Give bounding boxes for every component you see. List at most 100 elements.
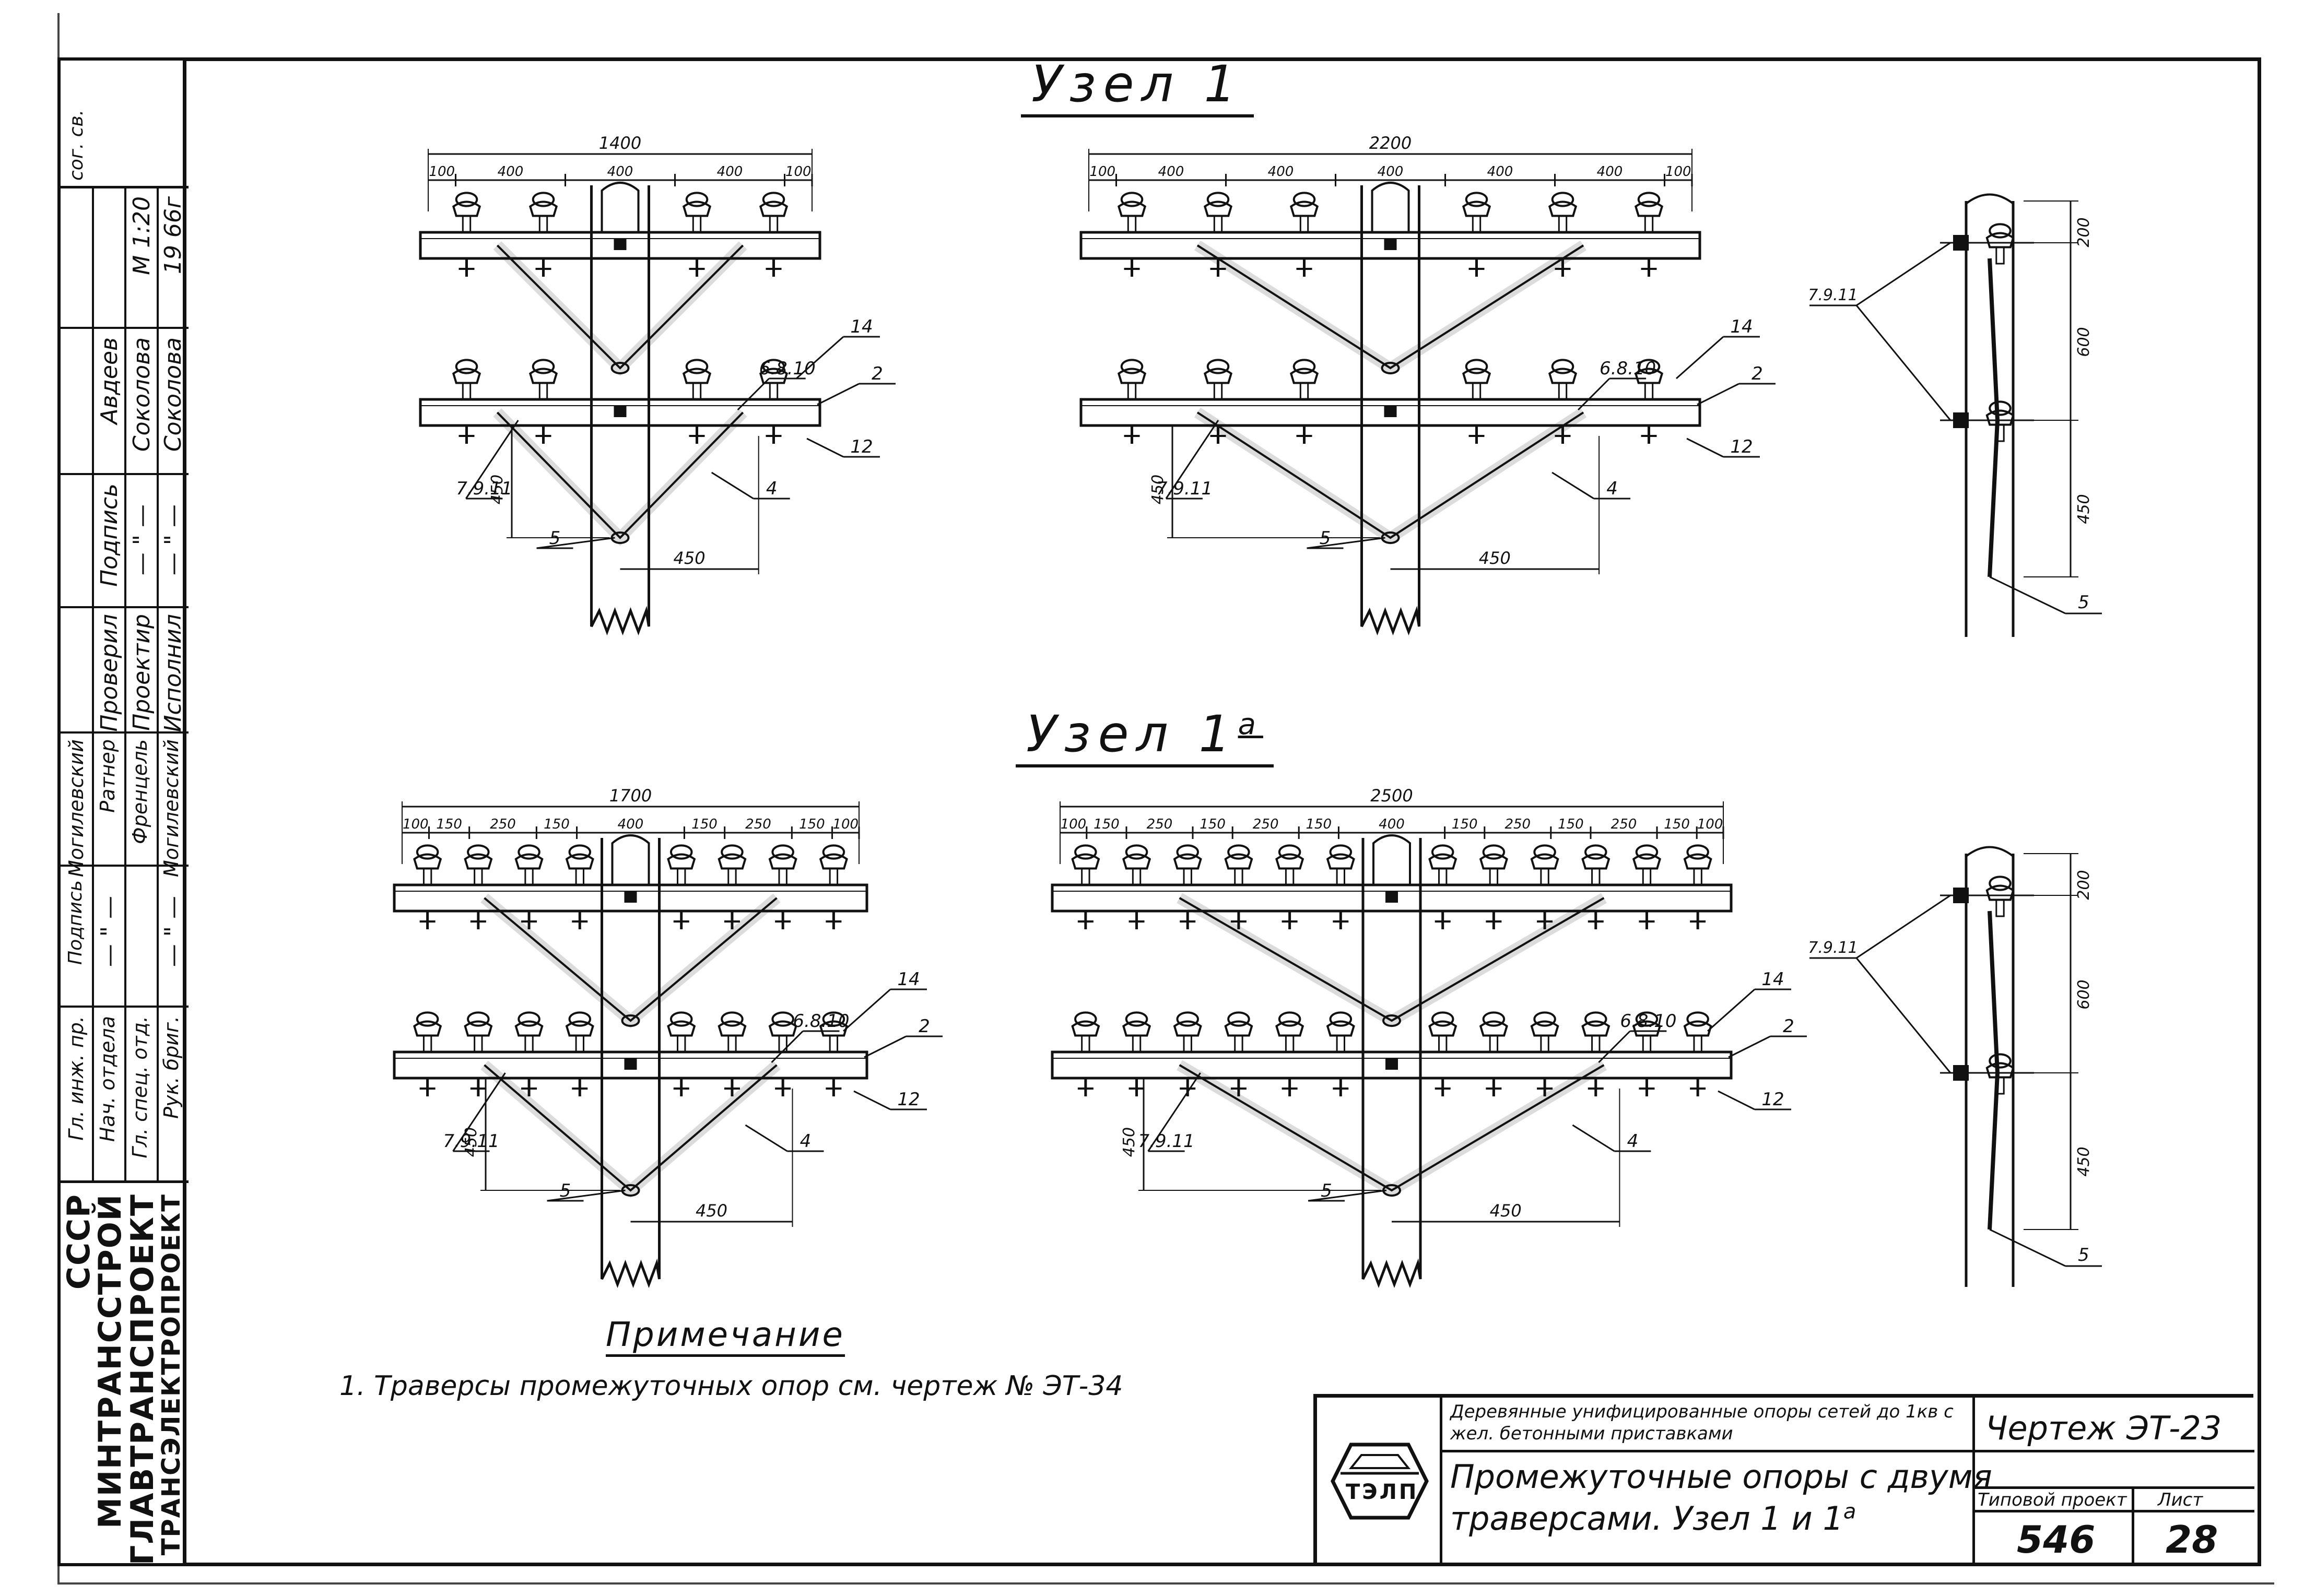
crossarm-clamp [624, 1058, 637, 1070]
insulator-icon [1632, 1011, 1661, 1053]
dim-segment-4: 400 [1487, 164, 1513, 180]
callout-12: 12 [1761, 1089, 1784, 1110]
brace-lower-fill [1177, 1060, 1607, 1197]
pole [1361, 838, 1422, 1288]
crossarm-1 [419, 231, 821, 260]
callout-2-leader [817, 383, 860, 406]
dim-segment-6: 400 [1379, 817, 1405, 832]
callout-12-leader [806, 438, 844, 458]
callout-6-8-10: 6.8.10 [759, 358, 816, 379]
side-dim-450: 450 [2075, 494, 2093, 524]
stamp-ditto: — " — [160, 504, 186, 576]
insulator-icon [1462, 192, 1491, 233]
dim-segment-6: 100 [1665, 164, 1691, 180]
insulator-icon [667, 844, 696, 886]
crossarm-1 [1051, 883, 1733, 913]
dim-segment-8: 250 [1504, 817, 1531, 832]
callout-14: 14 [897, 969, 920, 990]
callout-6-8-10-leader [771, 1030, 804, 1063]
drawing-frame [183, 57, 2261, 1566]
dim-segment-4: 400 [618, 817, 644, 832]
insulator-icon [1173, 844, 1202, 886]
pole [590, 185, 650, 636]
dim-overall: 1400 [599, 133, 641, 153]
brace-lower [484, 1064, 778, 1192]
callout-2: 2 [1783, 1016, 1794, 1037]
callout-7-9-11-leader [1147, 1072, 1201, 1152]
stamp-corner-note: сог. св. [66, 109, 87, 181]
dim-segment-1: 400 [1158, 164, 1184, 180]
callout-5-leader [547, 1189, 626, 1202]
insulator-icon [819, 1011, 848, 1053]
brace-upper [1179, 897, 1605, 1022]
callout-4-leader [1551, 471, 1594, 500]
brace-upper [1196, 244, 1584, 370]
titleblock-title-2: траверсами. Узел 1 и 1а [1450, 1499, 1856, 1538]
stamp-name-3: Френцель [128, 739, 151, 844]
left-stamp: сог. св. М 1:20 19 66г Авдеев Соколова С… [57, 57, 189, 1566]
insulator-icon [1117, 359, 1147, 400]
callout-6-8-10: 6.8.10 [1620, 1011, 1676, 1032]
insulator-icon [1428, 844, 1457, 886]
dim-segment-12: 100 [1697, 817, 1723, 832]
pole [1360, 185, 1420, 636]
side-pole-top [1965, 846, 2014, 857]
side-callout-5: 5 [2078, 592, 2089, 613]
dim-horizontal: 450 [1479, 548, 1511, 568]
sheet-label: Лист [2158, 1489, 2203, 1510]
view-title-uzel-1a: Узел 1а [1016, 705, 1274, 767]
brace-lower [1196, 411, 1584, 539]
callout-7-9-11-leader [465, 420, 519, 499]
dim-segment-2: 400 [1268, 164, 1294, 180]
callout-12-leader [853, 1090, 891, 1110]
insulator-icon [1683, 844, 1712, 886]
dim-segment-1: 150 [1094, 817, 1120, 832]
callout-14: 14 [1761, 969, 1784, 990]
brace-upper-fill [493, 241, 747, 376]
callout-2: 2 [919, 1016, 930, 1037]
crossarm-clamp [614, 406, 627, 417]
title-block: ТЭЛП Деревянные унифицированные опоры се… [1313, 1394, 2254, 1564]
insulator-icon [1275, 1011, 1304, 1053]
crossarm-clamp [1385, 891, 1398, 903]
dim-vertical: 450 [1149, 475, 1167, 504]
stamp-col-signature-2: Подпись [65, 880, 86, 965]
brace-lower [496, 411, 744, 539]
dim-segment-8: 100 [832, 817, 859, 832]
brace-lower [1179, 1064, 1605, 1192]
insulator-icon [819, 844, 848, 886]
dim-segment-0: 100 [1061, 817, 1087, 832]
callout-14-leader [1707, 988, 1755, 1032]
stamp-col-executor: Исполнил [160, 614, 186, 732]
brace-joint [1381, 362, 1400, 374]
dim-horizontal: 450 [696, 1201, 727, 1221]
dim-segment-0: 100 [1089, 164, 1115, 180]
dim-segment-3: 150 [544, 817, 570, 832]
dim-overall: 1700 [609, 786, 652, 806]
insulator-icon [565, 844, 594, 886]
dim-segment-10: 250 [1611, 817, 1637, 832]
insulator-icon [1985, 1053, 2015, 1095]
insulator-icon [768, 844, 797, 886]
stamp-col-check: Проверил [96, 614, 123, 732]
crossarm-2 [1051, 1050, 1733, 1080]
dim-segment-6: 250 [745, 817, 771, 832]
callout-6-8-10: 6.8.10 [1600, 358, 1656, 379]
pole-top [1371, 182, 1410, 232]
insulator-icon [452, 359, 481, 400]
insulator-icon [1985, 876, 2015, 917]
insulator-icon [1985, 223, 2015, 265]
side-dim-450: 450 [2075, 1146, 2093, 1176]
side-pole-top [1965, 193, 2014, 205]
callout-7-9-11: 7.9.11 [443, 1131, 499, 1152]
insulator-icon [1326, 1011, 1355, 1053]
insulator-icon [1479, 1011, 1508, 1053]
callout-12: 12 [897, 1089, 920, 1110]
insulator-icon [1071, 844, 1100, 886]
crossarm-clamp [1384, 239, 1397, 250]
crossarm-clamp [614, 239, 627, 250]
callout-12-leader [1718, 1090, 1755, 1110]
callout-14-leader [796, 336, 844, 380]
insulator-icon [1224, 844, 1253, 886]
